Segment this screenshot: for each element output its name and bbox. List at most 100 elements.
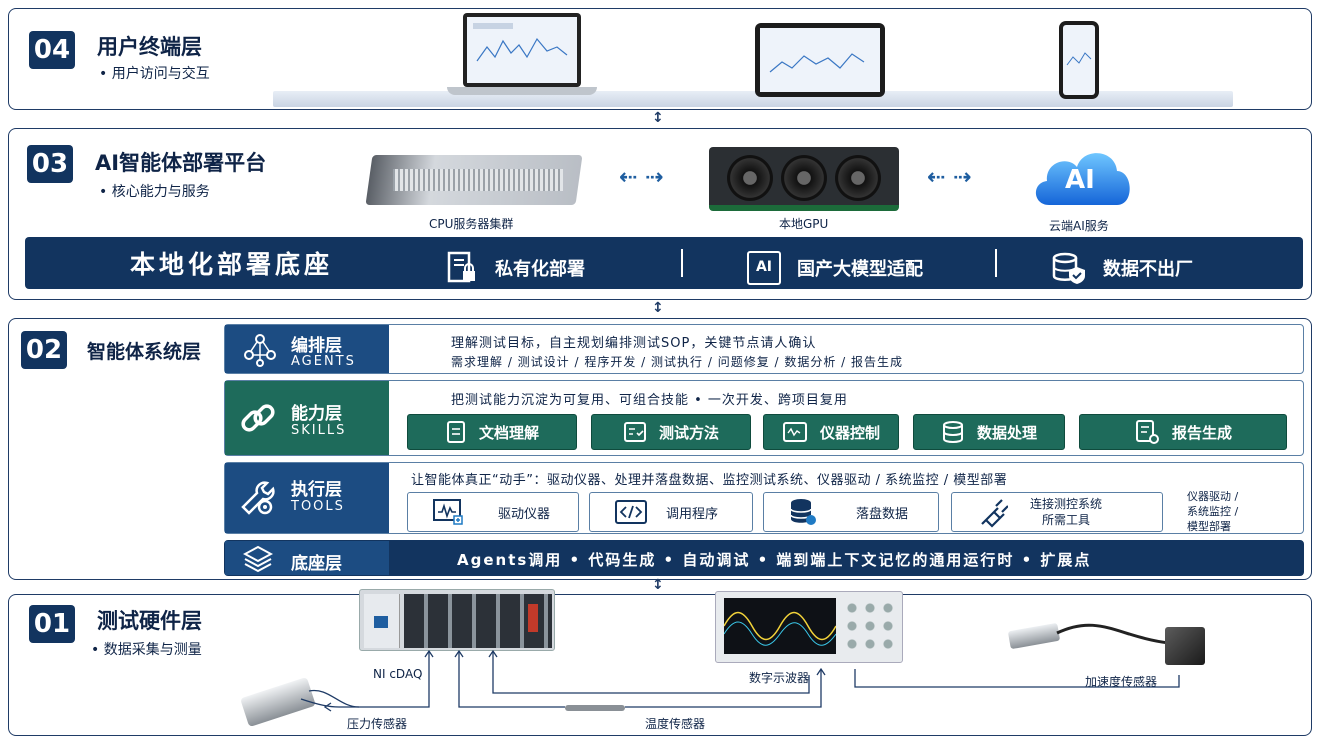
tool-label: 驱动仪器 [498, 506, 551, 522]
agents-en: AGENTS [291, 354, 356, 369]
skills-en: SKILLS [291, 423, 347, 438]
tools-header: 执行层 TOOLS [225, 463, 389, 533]
connector-arrow-03-02: ↕ [652, 300, 664, 316]
tool-connect-system: 连接测控系统 所需工具 [951, 492, 1163, 532]
tools-side-1: 仪器驱动 / [1187, 490, 1239, 503]
pressure-sensor-device [240, 676, 316, 728]
skill-report-generation: 报告生成 [1079, 414, 1287, 450]
bar-separator-1 [681, 249, 683, 277]
document-icon [446, 421, 465, 443]
local-deployment-bar: 本地化部署底座 私有化部署 AI 国产大模型适配 数据不出厂 [25, 237, 1303, 289]
skills-name: 能力层 [291, 404, 342, 424]
skill-doc-understanding: 文档理解 [407, 414, 577, 450]
chain-link-icon [241, 404, 275, 432]
layer-03-panel: 03 AI智能体部署平台 • 核心能力与服务 CPU服务器集群 ⇠ ⇢ 本地GP… [8, 128, 1312, 300]
skill-label: 数据处理 [976, 423, 1037, 442]
layer-01-title: 测试硬件层 [97, 609, 202, 633]
layer-01-badge: 01 [29, 605, 75, 643]
agents-header: 编排层 AGENTS [225, 325, 389, 373]
arrow-cpu-gpu: ⇠ ⇢ [619, 165, 664, 190]
cloud-ai-text: AI [1065, 165, 1095, 195]
tool-connect-line1: 连接测控系统 [1030, 497, 1103, 511]
layer-03-title: AI智能体部署平台 [95, 151, 267, 175]
tool-label: 落盘数据 [856, 506, 909, 522]
instrument-screen-icon [782, 422, 807, 442]
layer-04-subtitle: • 用户访问与交互 [99, 66, 210, 82]
agents-name: 编排层 [291, 336, 342, 356]
agents-line2: 需求理解 / 测试设计 / 程序开发 / 测试执行 / 问题修复 / 数据分析 … [451, 355, 904, 369]
tools-en: TOOLS [291, 499, 345, 514]
arrow-gpu-cloud: ⇠ ⇢ [927, 165, 972, 190]
tools-side-2: 系统监控 / [1187, 505, 1239, 518]
base-line1: Agents调用 • 代码生成 • 自动调试 • 端到端上下文记忆的通用运行时 … [457, 551, 1092, 569]
private-deploy-item: 私有化部署 [445, 251, 585, 285]
skill-label: 仪器控制 [819, 423, 880, 442]
tools-side-3: 模型部署 [1187, 520, 1231, 533]
tool-drive-instrument: 驱动仪器 [407, 492, 579, 532]
layer-03-subtitle: • 核心能力与服务 [99, 184, 210, 200]
pressure-sensor-label: 压力传感器 [347, 717, 408, 731]
plug-icon [981, 499, 1008, 528]
tool-label: 调用程序 [666, 506, 719, 522]
connector-arrow-04-03: ↕ [652, 110, 664, 126]
accelerometer-device [1007, 617, 1221, 671]
skill-test-method: 测试方法 [591, 414, 751, 450]
tool-connect-line2: 所需工具 [1042, 513, 1091, 527]
cpu-server-icon [365, 145, 589, 209]
layer-04-title: 用户终端层 [97, 35, 202, 59]
ai-chip-icon: AI [747, 251, 781, 285]
domestic-model-item: AI 国产大模型适配 [747, 251, 923, 285]
tools-row: 执行层 TOOLS 让智能体真正“动手”：驱动仪器、处理并落盘数据、监控测试系统… [224, 462, 1304, 534]
skill-label: 测试方法 [658, 423, 719, 442]
cloud-label: 云端AI服务 [1049, 219, 1109, 233]
layer-04-badge: 04 [29, 31, 75, 69]
bar-separator-2 [995, 249, 997, 277]
skills-row: 能力层 SKILLS 把测试能力沉淀为可复用、可组合技能 • 一次开发、跨项目复… [224, 380, 1304, 456]
skill-instrument-control: 仪器控制 [763, 414, 899, 450]
network-nodes-icon [244, 334, 276, 367]
agents-line1: 理解测试目标，自主规划编排测试SOP，关键节点请人确认 [451, 336, 817, 351]
tools-side-list: 仪器驱动 / 系统监控 / 模型部署 [1187, 489, 1238, 534]
checklist-icon [623, 422, 646, 442]
base-name: 底座层 [291, 554, 342, 574]
code-icon [615, 500, 647, 524]
database-save-icon [790, 499, 816, 525]
local-deployment-title: 本地化部署底座 [130, 250, 334, 279]
base-header: 底座层 [225, 541, 389, 575]
layer-01-panel: 01 测试硬件层 • 数据采集与测量 NI cDAQ 数字示波器 加速度传感器 … [8, 589, 1312, 736]
domestic-model-label: 国产大模型适配 [797, 259, 923, 280]
cloud-ai-icon: AI [1027, 139, 1137, 215]
tools-name: 执行层 [291, 480, 342, 500]
oscilloscope-label: 数字示波器 [749, 671, 810, 685]
accelerometer-label: 加速度传感器 [1085, 675, 1158, 689]
data-local-label: 数据不出厂 [1103, 259, 1193, 280]
gpu-label: 本地GPU [779, 217, 829, 231]
layer-02-badge: 02 [21, 331, 67, 369]
skills-line1: 把测试能力沉淀为可复用、可组合技能 • 一次开发、跨项目复用 [451, 393, 848, 408]
layer-02-title: 智能体系统层 [87, 341, 202, 363]
report-gear-icon [1135, 420, 1159, 444]
connector-arrow-02-01: ↕ [652, 577, 664, 593]
device-shelf [273, 91, 1233, 107]
wrench-gear-icon [241, 481, 275, 515]
temperature-sensor-label: 温度传感器 [645, 717, 706, 731]
ni-cdaq-label: NI cDAQ [373, 667, 423, 681]
gpu-card-icon [709, 147, 899, 211]
phone-icon [1059, 21, 1099, 99]
cpu-server-label: CPU服务器集群 [429, 217, 514, 231]
agents-row: 编排层 AGENTS 理解测试目标，自主规划编排测试SOP，关键节点请人确认 需… [224, 324, 1304, 374]
skill-data-processing: 数据处理 [913, 414, 1065, 450]
skill-label: 报告生成 [1171, 423, 1232, 442]
layer-01-subtitle: • 数据采集与测量 [91, 642, 202, 658]
database-shield-icon [1052, 252, 1085, 284]
tool-connect-text: 连接测控系统 所需工具 [1026, 496, 1102, 528]
skill-label: 文档理解 [478, 423, 539, 442]
base-row: 底座层 Agents调用 • 代码生成 • 自动调试 • 端到端上下文记忆的通用… [224, 540, 1304, 576]
database-icon [942, 421, 963, 443]
tool-save-data: 落盘数据 [763, 492, 939, 532]
oscilloscope-device [715, 591, 903, 663]
tools-line1: 让智能体真正“动手”：驱动仪器、处理并落盘数据、监控测试系统、仪器驱动 / 系统… [411, 473, 1008, 488]
laptop-icon [447, 13, 597, 101]
tablet-icon [755, 23, 885, 97]
temperature-sensor-device [565, 705, 625, 711]
